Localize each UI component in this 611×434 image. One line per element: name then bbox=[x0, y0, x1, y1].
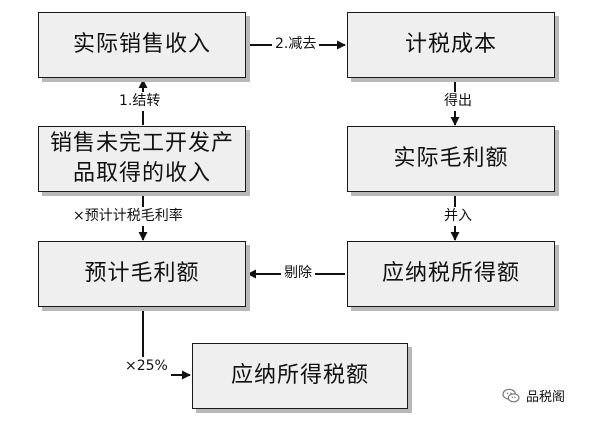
edge-label-remove: 剔除 bbox=[281, 264, 315, 283]
box-tax-payable: 应纳所得税额 bbox=[192, 343, 408, 409]
box-unfinished-income-line2: 品取得的收入 bbox=[72, 161, 211, 186]
wechat-icon bbox=[502, 388, 520, 402]
edge-label-subtract: 2.减去 bbox=[272, 35, 320, 54]
box-taxable-income: 应纳税所得额 bbox=[347, 241, 555, 307]
box-unfinished-income-line1: 销售未完工开发产 bbox=[49, 131, 234, 157]
box-actual-sales-income: 实际销售收入 bbox=[38, 12, 246, 78]
box-estimated-gross-profit-text: 预计毛利额 bbox=[84, 261, 200, 287]
box-actual-gross-profit: 实际毛利额 bbox=[347, 126, 555, 192]
watermark-text: 品税阁 bbox=[526, 390, 566, 405]
box-unfinished-income: 销售未完工开发产 品取得的收入 bbox=[38, 126, 246, 192]
edge-label-times-25: ×25% bbox=[122, 357, 171, 376]
edge-label-times-rate: ×预计计税毛利率 bbox=[70, 207, 186, 226]
box-taxable-income-text: 应纳税所得额 bbox=[381, 261, 520, 287]
edge-label-merge: 并入 bbox=[441, 207, 475, 226]
box-actual-gross-profit-text: 实际毛利额 bbox=[393, 146, 509, 172]
edge-label-carry: 1.结转 bbox=[116, 92, 164, 111]
box-tax-payable-text: 应纳所得税额 bbox=[230, 363, 369, 389]
box-tax-cost-text: 计税成本 bbox=[404, 32, 497, 58]
watermark: 品税阁 bbox=[502, 386, 565, 405]
edge-label-yield: 得出 bbox=[441, 92, 475, 111]
box-estimated-gross-profit: 预计毛利额 bbox=[38, 241, 246, 307]
box-tax-cost: 计税成本 bbox=[347, 12, 555, 78]
box-actual-sales-income-text: 实际销售收入 bbox=[72, 32, 211, 58]
